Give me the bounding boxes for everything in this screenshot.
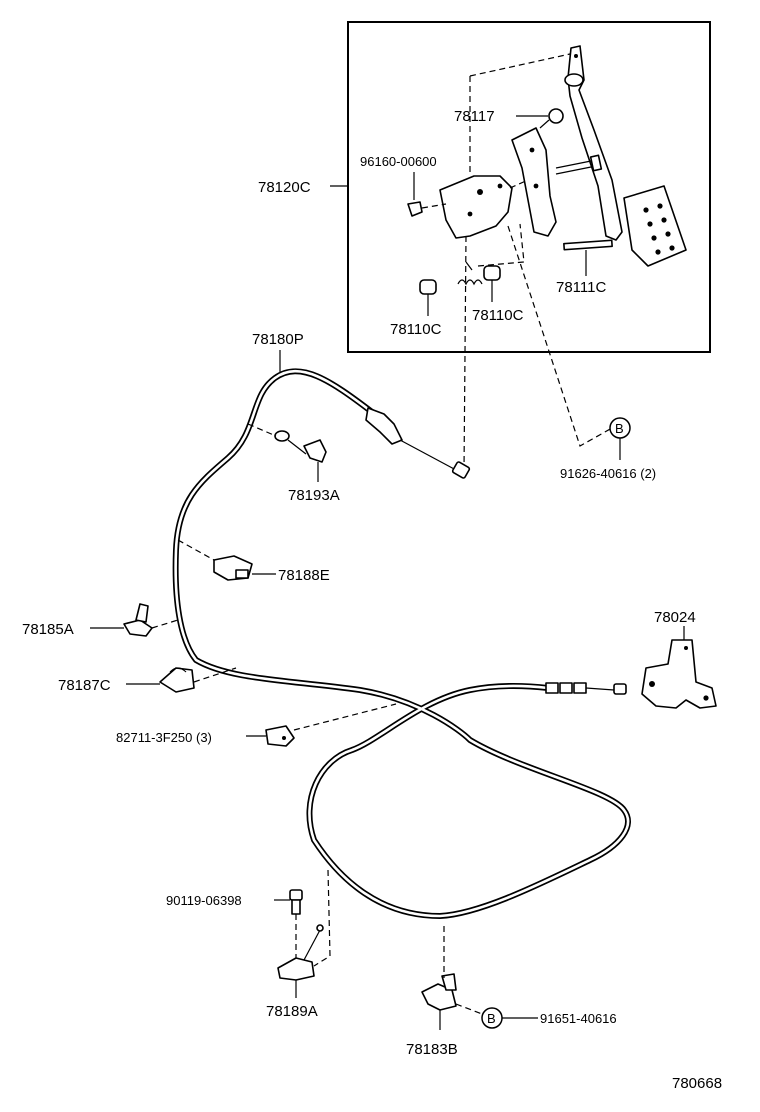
- dash-housing-bracket: [509, 179, 529, 189]
- label-78120c: 78120C: [258, 179, 311, 196]
- long-bolt: [555, 154, 603, 175]
- bushing-right: [483, 265, 501, 281]
- label-78117: 78117: [454, 108, 495, 125]
- label-96160-00600: 96160-00600: [360, 154, 437, 169]
- pedal-pin: [563, 239, 613, 251]
- clamp-78183b: [421, 973, 457, 1011]
- callout-b-upper: B: [609, 417, 631, 439]
- diagram-code: 780668: [672, 1075, 722, 1092]
- pedal-pad: [623, 185, 687, 267]
- label-78110c-left: 78110C: [390, 321, 442, 338]
- dash-78183b-bolt: [455, 1003, 483, 1015]
- dash-82711: [293, 703, 397, 731]
- clamp-78185a: [123, 603, 153, 637]
- label-78110c-right: 78110C: [472, 307, 524, 324]
- label-78180p: 78180P: [252, 331, 304, 348]
- dash-78187c: [193, 667, 237, 683]
- cable-clip-82711: [265, 725, 295, 747]
- dash-to-callout-b-upper: [507, 225, 613, 447]
- label-78111c: 78111C: [556, 279, 606, 296]
- dash-inset-to-cable: [463, 235, 467, 471]
- dash-bushings: [477, 223, 525, 267]
- dash-78193a: [247, 423, 277, 437]
- svg-text:B: B: [615, 421, 624, 436]
- cable-pedal-end: [365, 407, 471, 479]
- dash-clip: [421, 203, 447, 209]
- label-82711-3f250: 82711-3F250 (3): [116, 730, 212, 745]
- clamp-78188e: [213, 555, 253, 581]
- label-78193a: 78193A: [288, 487, 340, 504]
- accelerator-cable: [172, 368, 631, 919]
- bolt-90119: [289, 889, 303, 915]
- clip-part: [407, 201, 423, 217]
- dash-arm-top: [469, 53, 571, 77]
- callout-b-lower: B: [481, 1007, 503, 1029]
- label-78188e: 78188E: [278, 567, 330, 584]
- label-78185a: 78185A: [22, 621, 74, 638]
- pedal-bracket: [511, 127, 557, 237]
- svg-text:B: B: [487, 1011, 496, 1026]
- clamp-78189a: [277, 924, 324, 981]
- grommet-clamp-78193a: [274, 430, 327, 463]
- return-spring: [457, 261, 483, 286]
- dash-78189a: [313, 869, 331, 967]
- clamp-78187c: [159, 667, 195, 693]
- bushing-left: [419, 279, 437, 295]
- label-91626-40616: 91626-40616 (2): [560, 466, 656, 481]
- bracket-78024: [641, 639, 717, 709]
- label-90119-06398: 90119-06398: [166, 893, 242, 908]
- pedal-arm: [564, 45, 623, 241]
- label-78189a: 78189A: [266, 1003, 318, 1020]
- stopper-bolt: [539, 108, 564, 129]
- label-78187c: 78187C: [58, 677, 111, 694]
- label-78183b: 78183B: [406, 1041, 458, 1058]
- pedal-assembly-inset-box: [347, 21, 711, 353]
- cable-throttle-end: [545, 682, 627, 695]
- dash-78188e: [177, 539, 215, 561]
- pedal-housing: [439, 175, 513, 239]
- label-91651-40616: 91651-40616: [540, 1011, 617, 1026]
- dash-78185a: [151, 619, 179, 629]
- label-78024: 78024: [654, 609, 696, 626]
